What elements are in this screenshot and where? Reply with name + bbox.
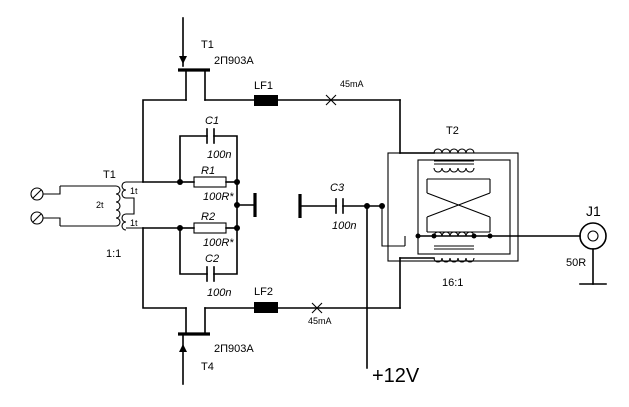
wire-bias-lower-right	[213, 227, 238, 275]
capacitor-c2	[206, 266, 215, 282]
r2-value: 100R*	[203, 237, 234, 249]
r1-label: R1	[201, 165, 215, 177]
lf1-label: LF1	[254, 80, 273, 92]
r2-label: R2	[201, 211, 215, 223]
current-marker-top	[325, 94, 337, 106]
c1-label: C1	[205, 115, 219, 127]
junction-dots-bias	[177, 179, 240, 231]
supply-label: +12V	[372, 365, 420, 387]
wire-gate-top	[142, 99, 187, 183]
input-transformer-ratio: 1:1	[106, 248, 121, 260]
winding-lower-label: 1t	[130, 218, 138, 228]
capacitor-c1	[206, 128, 215, 144]
c3-value: 100n	[332, 220, 356, 232]
transistor-t1	[178, 17, 210, 101]
t1-label: T1	[201, 39, 214, 51]
input-transformer	[60, 181, 143, 231]
output-transformer	[381, 148, 519, 263]
j1-label: J1	[586, 203, 601, 219]
transistor-t4	[178, 307, 210, 385]
lf1-choke	[254, 95, 278, 106]
wire-bias-lower-left	[179, 227, 208, 275]
input-terminal-top	[30, 186, 61, 201]
c2-value: 100n	[207, 287, 231, 299]
input-transformer-label: T1	[103, 169, 116, 181]
wire-bias-outer-left	[179, 135, 208, 183]
r1-value: 100R*	[203, 191, 234, 203]
winding-primary-label: 2t	[96, 200, 104, 210]
wire-gate-bottom	[142, 227, 187, 309]
resistor-r1	[193, 176, 227, 188]
current-marker-bottom	[311, 302, 323, 314]
lf2-choke	[254, 302, 278, 313]
lf2-label: LF2	[254, 286, 273, 298]
c2-label: C2	[205, 253, 219, 265]
t4-label: T4	[201, 361, 214, 373]
c3-label: C3	[330, 182, 345, 194]
c1-value: 100n	[207, 149, 231, 161]
t1-part-number: 2П903А	[214, 55, 254, 67]
t2-label: T2	[446, 125, 459, 137]
t4-part-number: 2П903А	[214, 343, 254, 355]
winding-upper-label: 1t	[130, 186, 138, 196]
output-connector-j1	[579, 222, 607, 285]
current-top-label: 45mA	[340, 79, 364, 89]
input-terminal-bottom	[30, 211, 61, 226]
t2-ratio: 16:1	[442, 277, 463, 289]
current-bottom-label: 45mA	[308, 316, 332, 326]
capacitor-c3	[335, 198, 344, 214]
wire-bias-outer-right	[213, 135, 238, 183]
j1-impedance: 50R	[566, 257, 586, 269]
resistor-r2	[193, 222, 227, 234]
